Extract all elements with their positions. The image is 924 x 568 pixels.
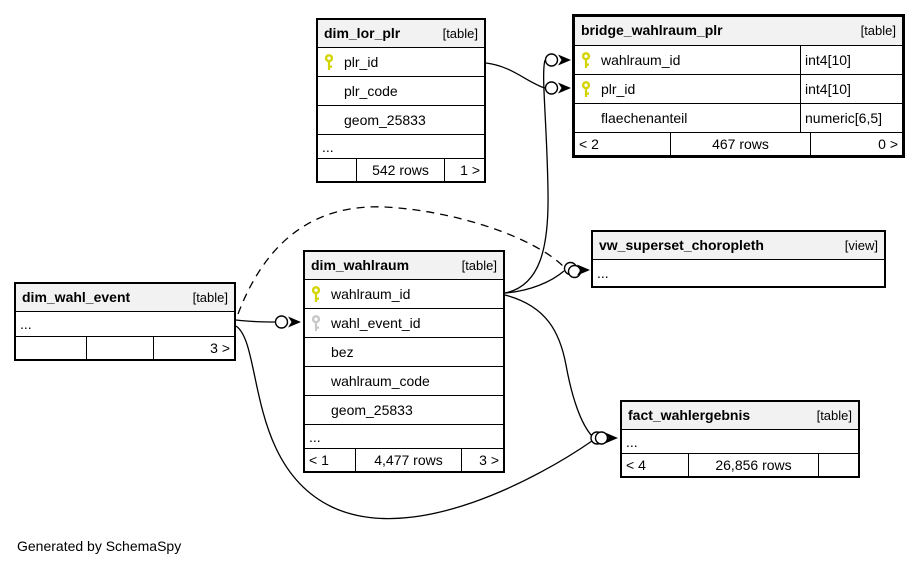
table-type-badge: [table] — [860, 23, 896, 38]
footer-cell: 467 rows — [670, 133, 810, 155]
table-title: dim_wahl_event — [22, 289, 131, 305]
footer-cell: 1 > — [444, 159, 484, 181]
column-name: wahlraum_code — [331, 373, 430, 389]
table-header: bridge_wahlraum_plr [table] — [575, 17, 902, 46]
edge-event-to-vw-dashed — [237, 206, 564, 315]
footer-cell — [818, 454, 858, 476]
ellipsis-row: ... — [593, 260, 884, 286]
column-name: plr_id — [344, 54, 379, 70]
table-type-badge: [table] — [442, 26, 478, 41]
column-row: geom_25833 — [305, 396, 503, 425]
table-footer: 3 > — [16, 337, 234, 359]
table-header: fact_wahlergebnis [table] — [622, 402, 858, 430]
footer-cell: 26,856 rows — [688, 454, 818, 476]
edge-wahlraum-to-vw — [504, 270, 565, 294]
edge-event-to-wahlraum — [235, 319, 276, 323]
column-type: int4[10] — [800, 46, 902, 74]
table-header: dim_wahl_event [table] — [16, 284, 234, 312]
ellipsis-label: ... — [322, 138, 334, 155]
key-slot — [309, 314, 331, 332]
table-title: bridge_wahlraum_plr — [581, 22, 723, 38]
column-name: geom_25833 — [344, 112, 426, 128]
edge-lor-to-bridge — [485, 62, 546, 89]
ellipsis-label: ... — [309, 428, 321, 445]
column-row: wahl_event_id — [305, 309, 503, 338]
footer-cell: < 4 — [626, 457, 646, 473]
footer-cell: < 1 — [309, 452, 329, 468]
column-row: bez — [305, 338, 503, 367]
key-slot — [579, 51, 601, 69]
primary-key-icon — [311, 285, 321, 302]
column-row: plr_id int4[10] — [575, 75, 902, 104]
table-type-badge: [table] — [816, 408, 852, 423]
table-fact_wahlergebnis[interactable]: fact_wahlergebnis [table]... < 4 26,856 row… — [620, 400, 860, 478]
key-slot — [309, 285, 331, 303]
column-row: geom_25833 — [318, 106, 484, 135]
column-row: plr_id — [318, 48, 484, 77]
foreign-key-icon — [311, 314, 321, 331]
column-row: flaechenanteil numeric[6,5] — [575, 104, 902, 133]
footer-cell: 542 rows — [356, 159, 444, 181]
primary-key-icon — [324, 53, 334, 70]
footer-cell: 3 > — [153, 337, 234, 359]
edge-event-to-fact — [235, 325, 593, 520]
table-dim_lor_plr[interactable]: dim_lor_plr [table] plr_id plr_code geom_258… — [316, 18, 486, 183]
footer-cell: 0 > — [810, 133, 902, 155]
footer-cell — [318, 159, 356, 181]
footer-cell — [16, 337, 86, 359]
column-type: numeric[6,5] — [800, 104, 902, 132]
column-row: wahlraum_code — [305, 367, 503, 396]
table-type-badge: [table] — [192, 290, 228, 305]
footer-cell — [86, 337, 153, 359]
column-name: flaechenanteil — [601, 110, 688, 126]
footer-cell: 4,477 rows — [355, 449, 461, 471]
edge-wahlraum-to-fact — [504, 294, 593, 437]
ellipsis-row: ... — [622, 430, 858, 454]
table-header: vw_superset_choropleth [view] — [593, 232, 884, 260]
table-dim_wahlraum[interactable]: dim_wahlraum [table] wahlraum_id wahl_event… — [303, 250, 505, 473]
table-header: dim_wahlraum [table] — [305, 252, 503, 280]
column-name: wahlraum_id — [331, 286, 411, 302]
table-title: dim_lor_plr — [324, 25, 401, 41]
table-header: dim_lor_plr [table] — [318, 20, 484, 48]
column-type: int4[10] — [800, 75, 902, 103]
generator-caption: Generated by SchemaSpy — [17, 538, 182, 554]
column-name: bez — [331, 344, 354, 360]
column-row: wahlraum_id — [305, 280, 503, 309]
edge-wahlraum-to-bridge — [504, 59, 549, 294]
table-title: dim_wahlraum — [311, 257, 410, 273]
table-title: fact_wahlergebnis — [628, 407, 751, 423]
key-slot — [322, 53, 344, 71]
ellipsis-row: ... — [16, 312, 234, 337]
column-name: wahl_event_id — [331, 315, 421, 331]
ellipsis-label: ... — [20, 316, 32, 332]
column-row: plr_code — [318, 77, 484, 106]
column-name: wahlraum_id — [601, 52, 681, 68]
table-dim_wahl_event[interactable]: dim_wahl_event [table]... 3 > — [14, 282, 236, 361]
footer-cell: 3 > — [461, 449, 503, 471]
footer-cell: < 2 — [579, 136, 599, 152]
key-slot — [579, 80, 601, 98]
ellipsis-row: ... — [318, 135, 484, 159]
column-name: plr_code — [344, 83, 398, 99]
primary-key-icon — [581, 80, 591, 97]
view-vw_superset_choropleth[interactable]: vw_superset_choropleth [view]... — [591, 230, 886, 288]
ellipsis-row: ... — [305, 425, 503, 449]
table-type-badge: [view] — [844, 238, 878, 253]
table-footer: < 4 26,856 rows — [622, 454, 858, 476]
ellipsis-label: ... — [626, 433, 638, 450]
primary-key-icon — [581, 51, 591, 68]
column-name: plr_id — [601, 81, 636, 97]
column-name: geom_25833 — [331, 402, 413, 418]
ellipsis-label: ... — [597, 265, 609, 281]
table-type-badge: [table] — [461, 258, 497, 273]
column-row: wahlraum_id int4[10] — [575, 46, 902, 75]
table-title: vw_superset_choropleth — [599, 237, 764, 253]
